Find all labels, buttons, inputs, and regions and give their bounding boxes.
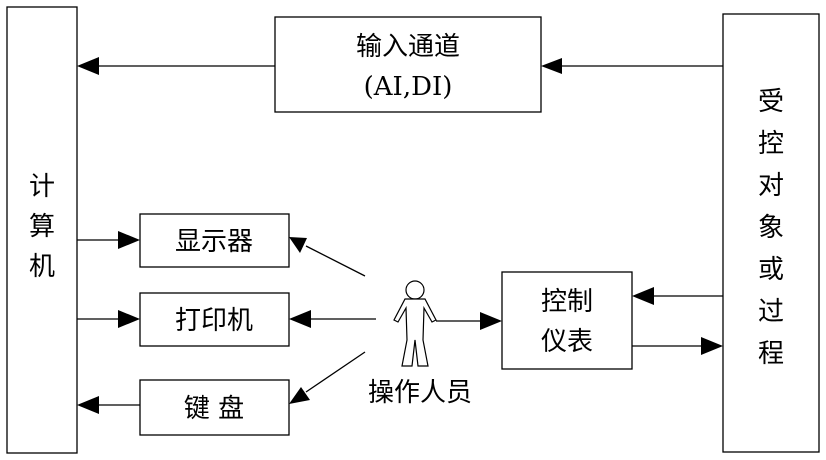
operator-label: 操作人员 <box>368 378 472 408</box>
arrowhead-operator-display <box>289 237 307 253</box>
input-channel-signal-label: (AI,DI) <box>364 72 453 102</box>
computer-block <box>6 6 78 454</box>
printer-label: 打印机 <box>175 306 253 336</box>
instrument-label-line2: 仪表 <box>541 327 593 357</box>
display-label: 显示器 <box>175 227 253 257</box>
display-block <box>139 213 290 268</box>
computer-label: 计算机 <box>29 172 55 282</box>
arrowhead-into-input-channel <box>541 58 562 74</box>
instrument-label-line1: 控制 <box>541 287 593 317</box>
process-block <box>722 13 820 453</box>
keyboard-label: 键 盘 <box>184 394 244 424</box>
instrument-block <box>501 271 633 370</box>
arrowhead-into-display <box>118 231 140 249</box>
arrowhead-into-process <box>701 337 723 355</box>
arrowhead-into-computer-bottom <box>77 396 99 414</box>
arrowhead-operator-keyboard <box>289 387 310 404</box>
keyboard-block <box>139 379 290 436</box>
operator-to-keyboard-line <box>305 351 366 393</box>
process-label: 受控对象或过程 <box>758 87 784 369</box>
arrowhead-operator-printer <box>289 310 311 328</box>
arrowhead-into-printer <box>118 310 140 328</box>
operator-to-display-line <box>305 245 366 277</box>
operator-icon <box>393 280 437 367</box>
input-channel-block <box>274 16 542 113</box>
input-channel-label: 输入通道 <box>356 32 460 62</box>
arrowhead-into-computer-top <box>77 57 99 75</box>
printer-block <box>139 292 290 347</box>
arrowhead-into-instrument <box>480 312 502 330</box>
arrowhead-process-instrument <box>632 287 654 305</box>
